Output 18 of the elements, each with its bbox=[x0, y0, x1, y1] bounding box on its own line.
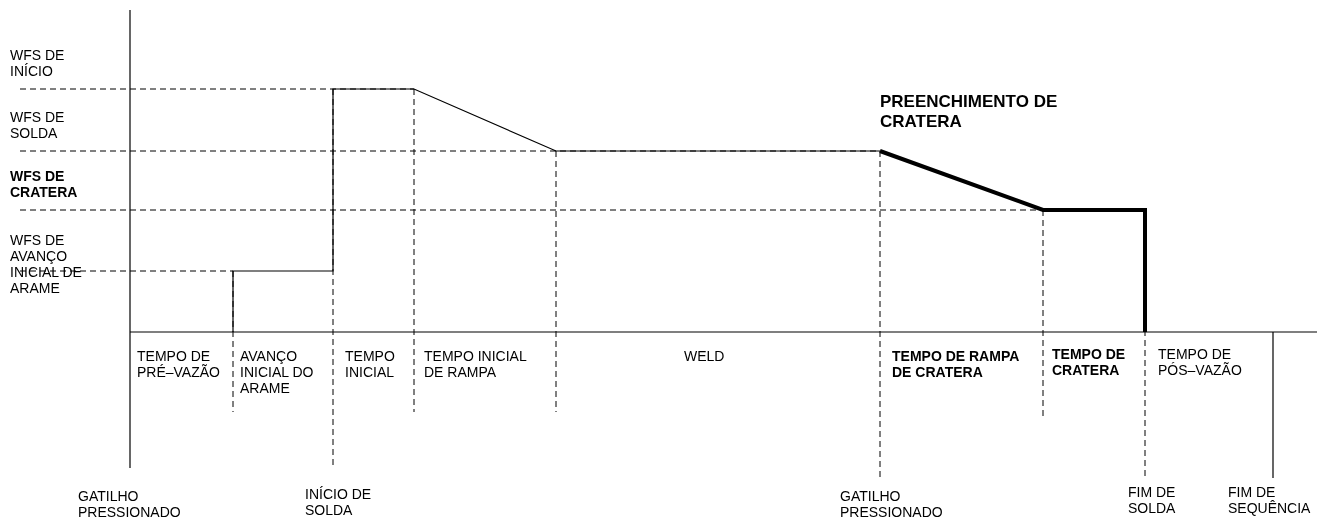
event-label: FIM DE SOLDA bbox=[1128, 484, 1177, 516]
phase-label: TEMPO DE PÓS–VAZÃO bbox=[1158, 346, 1243, 378]
event-label: INÍCIO DE SOLDA bbox=[305, 486, 373, 518]
phase-label: TEMPO INICIAL bbox=[345, 348, 396, 380]
level-label: WFS DE CRATERA bbox=[10, 168, 79, 200]
level-label: WFS DE AVANÇO INICIAL DE ARAME bbox=[10, 232, 83, 296]
event-label: FIM DE SEQUÊNCIA bbox=[1228, 484, 1312, 516]
level-label: WFS DE INÍCIO bbox=[10, 47, 66, 79]
phase-label: TEMPO DE PRÉ–VAZÃO bbox=[137, 348, 221, 380]
phase-label: TEMPO DE RAMPA DE CRATERA bbox=[892, 348, 1020, 380]
event-label: GATILHO PRESSIONADO bbox=[78, 488, 182, 520]
level-label: WFS DE SOLDA bbox=[10, 109, 66, 141]
event-label: GATILHO PRESSIONADO bbox=[840, 488, 944, 520]
phase-title: PREENCHIMENTO DE CRATERA bbox=[880, 92, 1059, 132]
phase-label: TEMPO INICIAL DE RAMPA bbox=[424, 348, 528, 380]
phase-label: WELD bbox=[684, 348, 726, 364]
phase-label: AVANÇO INICIAL DO ARAME bbox=[240, 348, 315, 396]
phase-label: TEMPO DE CRATERA bbox=[1052, 346, 1127, 378]
